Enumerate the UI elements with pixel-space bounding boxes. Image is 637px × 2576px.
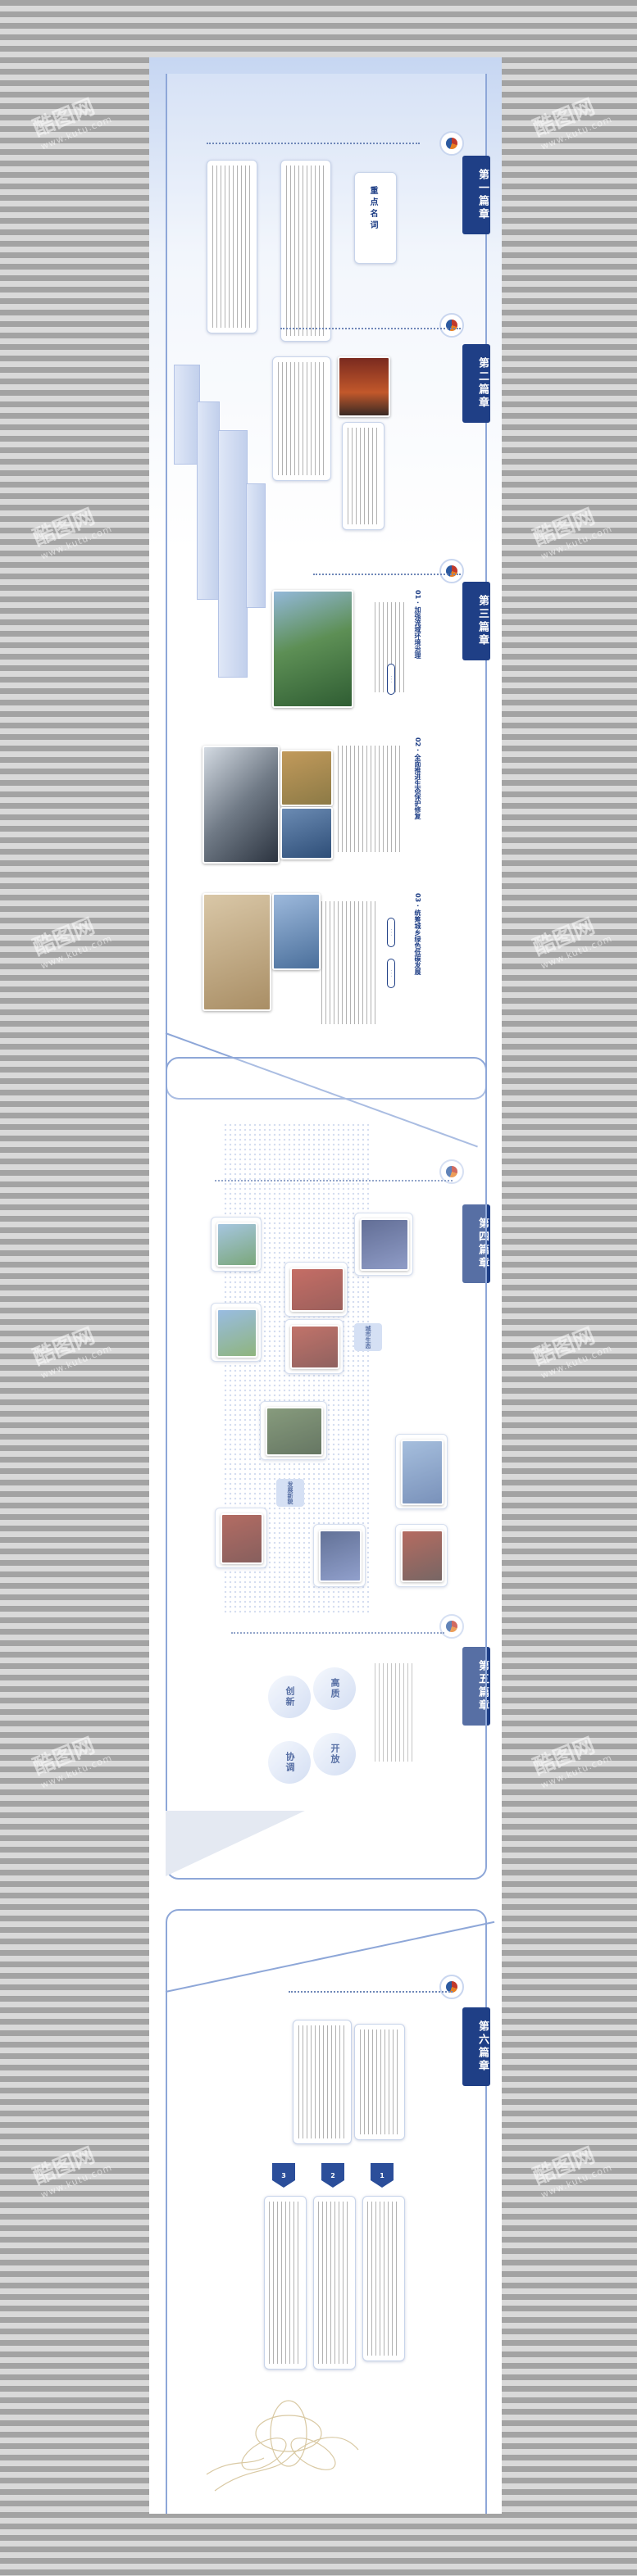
building-photo <box>272 893 321 970</box>
photo-card <box>395 1524 448 1587</box>
city-illustration <box>246 483 266 608</box>
panel-middle <box>166 1057 487 1880</box>
photo-card <box>354 1213 413 1276</box>
city-illustration <box>218 430 248 678</box>
section-title: 第二篇章 <box>462 344 490 423</box>
divider <box>289 1991 453 1993</box>
divider <box>231 1632 444 1634</box>
tag-pill: · · · <box>387 918 395 947</box>
paragraph <box>375 1663 416 1762</box>
emblem-icon <box>439 313 464 338</box>
tag-pill: · · · <box>387 664 395 695</box>
emblem-icon <box>439 559 464 583</box>
subsection-heading: 02 · 全面推进生态保护修复 <box>414 737 421 819</box>
photo-card <box>395 1434 448 1509</box>
landscape-photo <box>272 590 353 708</box>
interior-photo <box>202 893 271 1011</box>
divider <box>313 574 461 575</box>
text-card <box>272 356 331 481</box>
emblem-icon <box>439 1614 464 1639</box>
text-card <box>280 160 331 342</box>
emblem-icon <box>439 131 464 156</box>
photo-card <box>313 1524 366 1587</box>
photo-card <box>284 1319 344 1374</box>
divider <box>280 328 461 329</box>
city-illustration <box>197 401 220 600</box>
park-photo <box>280 750 333 806</box>
text-card <box>207 160 257 333</box>
meeting-photo <box>338 356 390 417</box>
divider <box>207 143 420 144</box>
display-board: 第一篇章 重点名词 第二篇章 第三篇章 01 · 加强流域环境治理 · · · … <box>149 57 502 2514</box>
subsection-heading: 03 · 统筹城乡绿色低碳发展 <box>414 893 421 975</box>
emblem-title: 重点名词 <box>368 186 377 232</box>
photo-card <box>284 1262 348 1317</box>
tag-pill: · · · <box>387 959 395 988</box>
center-tag: 发展新貌 <box>276 1479 304 1507</box>
text-card <box>313 2196 356 2370</box>
center-tag: 城市生态 <box>354 1323 382 1351</box>
section-title: 第三篇章 <box>462 582 490 660</box>
city-aerial-photo <box>202 746 280 864</box>
section-title: 第一篇章 <box>462 156 490 234</box>
divider <box>215 1180 453 1181</box>
theme-bubble: 创新 <box>268 1676 311 1718</box>
emblem-icon <box>439 1975 464 1999</box>
photo-card <box>215 1508 267 1568</box>
emblem-card: 重点名词 <box>354 172 397 264</box>
photo-card <box>211 1217 262 1272</box>
text-card <box>293 2020 352 2144</box>
paragraph <box>338 746 403 852</box>
text-card <box>342 422 384 530</box>
paragraph <box>321 901 379 1024</box>
photo-card <box>260 1401 327 1460</box>
theme-bubble: 高质 <box>313 1667 356 1710</box>
triangle-decoration <box>166 1811 305 1876</box>
text-card <box>264 2196 307 2370</box>
section-title: 第六篇章 <box>462 2007 490 2086</box>
city-illustration <box>174 365 200 465</box>
intro-card <box>354 2024 405 2140</box>
photo-card <box>211 1303 262 1362</box>
flower-illustration <box>206 2400 359 2492</box>
text-card <box>362 2196 405 2361</box>
theme-bubble: 协调 <box>268 1741 311 1784</box>
city-photo <box>280 807 333 859</box>
theme-bubble: 开放 <box>313 1733 356 1776</box>
subsection-heading: 01 · 加强流域环境治理 <box>414 590 421 659</box>
